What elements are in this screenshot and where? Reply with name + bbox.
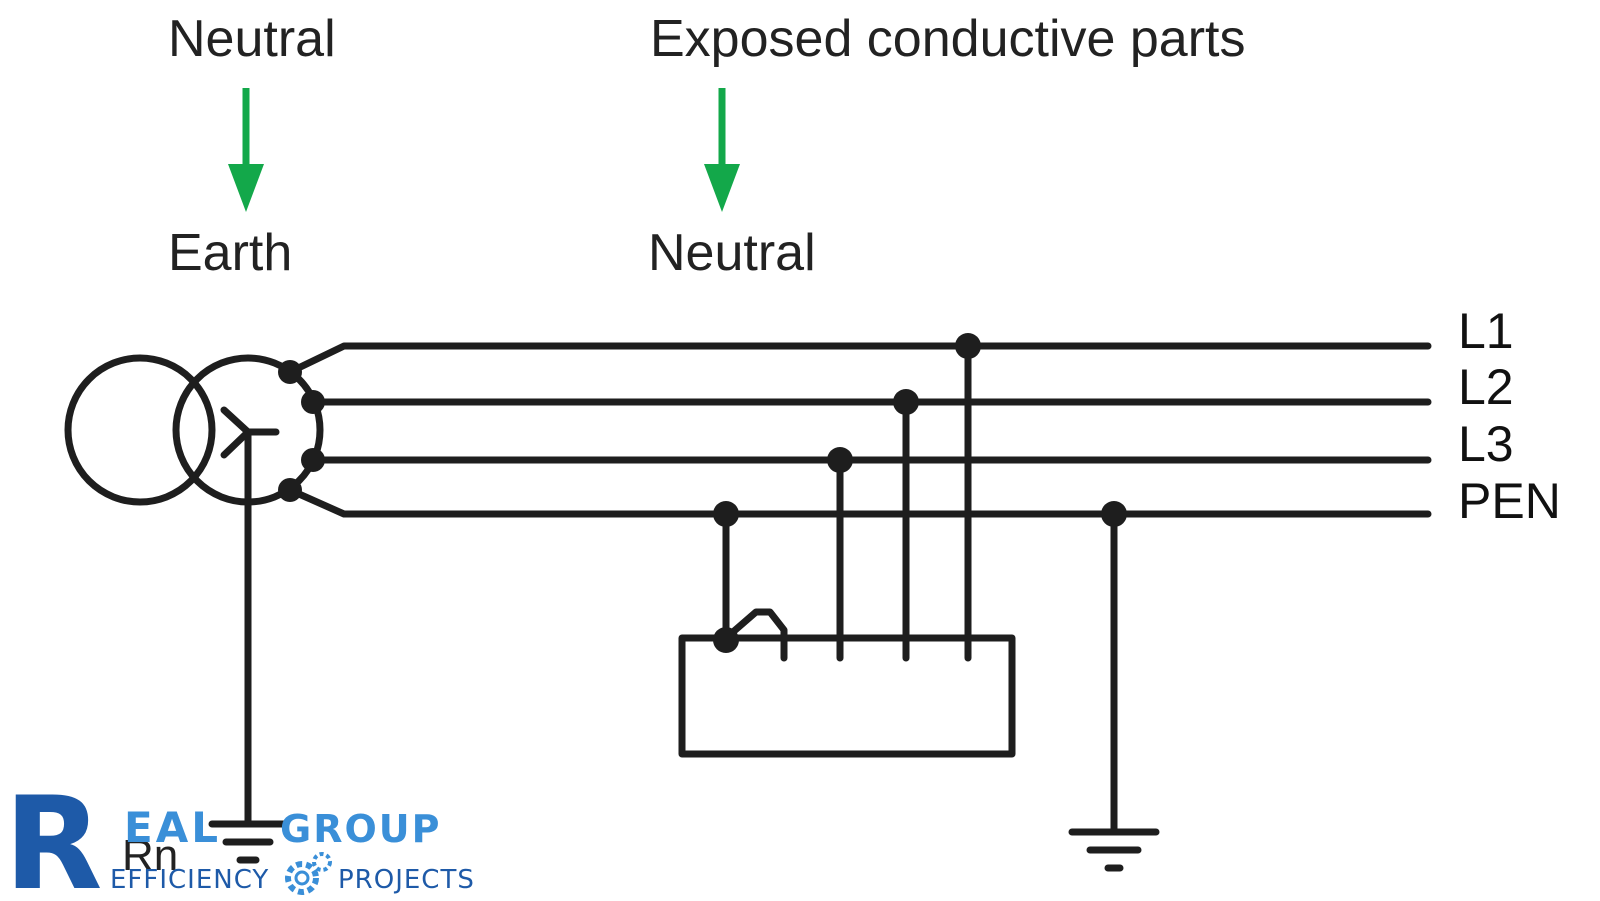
label-earth: Earth xyxy=(168,224,292,282)
label-l3: L3 xyxy=(1458,416,1514,472)
conductor-l1 xyxy=(286,342,1432,376)
arrow-down-icon-right xyxy=(704,88,740,212)
junction-pen-load xyxy=(713,501,739,527)
junction-l3-load xyxy=(827,447,853,473)
junction-l1-load xyxy=(955,333,981,359)
logo-word: EAL xyxy=(124,803,221,852)
conductor-pen xyxy=(286,486,1432,518)
load-connections xyxy=(722,342,972,662)
junction-pen-earth xyxy=(1101,501,1127,527)
label-rn: Rn xyxy=(122,831,178,880)
gear-icon xyxy=(285,852,332,895)
arrow-down-icon-left xyxy=(228,88,264,212)
real-group-logo: R EAL GROUP EFFICIENCY PROJECTS xyxy=(4,770,475,901)
junction-l2-load xyxy=(893,389,919,415)
terminal-pen xyxy=(278,478,302,502)
logo-efficiency: EFFICIENCY xyxy=(110,865,269,895)
logo-letter-r: R xyxy=(4,770,103,901)
logo-group: GROUP xyxy=(280,807,441,851)
terminal-l1 xyxy=(278,360,302,384)
logo-projects: PROJECTS xyxy=(338,865,475,895)
label-l1: L1 xyxy=(1458,303,1514,359)
label-exposed-conductive-parts: Exposed conductive parts xyxy=(650,10,1245,68)
terminal-l2 xyxy=(301,390,325,414)
label-neutral-top: Neutral xyxy=(168,10,336,68)
load-equipment-box xyxy=(678,608,1016,758)
pen-earth-electrode xyxy=(1068,510,1160,872)
label-neutral-bottom: Neutral xyxy=(648,224,816,282)
transformer-earth-electrode xyxy=(208,428,288,864)
junction-exposed-part xyxy=(713,627,739,653)
terminal-l3 xyxy=(301,448,325,472)
label-pen: PEN xyxy=(1458,473,1561,529)
label-l2: L2 xyxy=(1458,359,1514,415)
